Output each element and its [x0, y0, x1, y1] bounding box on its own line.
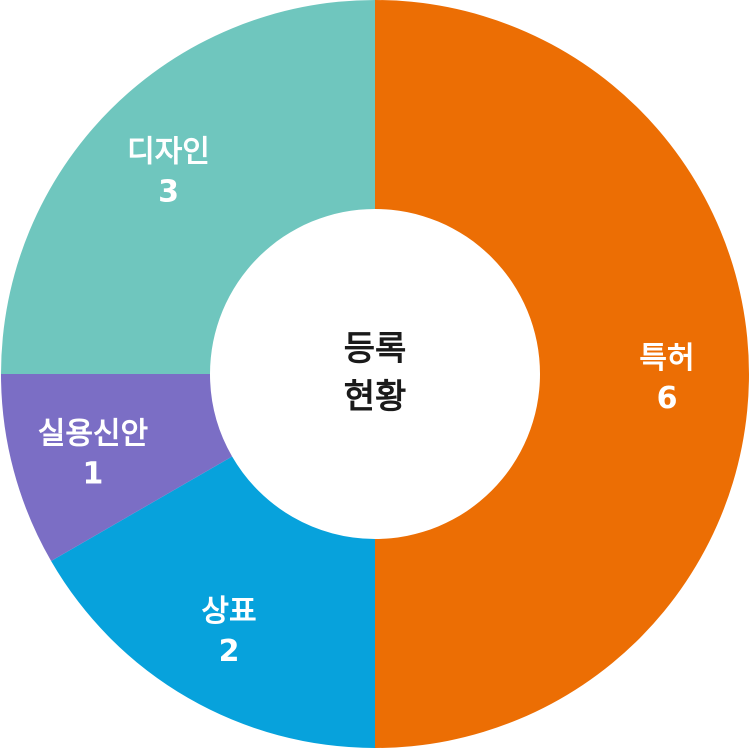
slice-label-name-3: 디자인	[127, 135, 210, 170]
slice-label-name-1: 상표	[201, 594, 256, 629]
center-title-line-2: 현황	[344, 377, 407, 417]
slice-label-value-1: 2	[219, 634, 240, 669]
slice-label-value-0: 6	[657, 381, 678, 416]
slice-1	[51, 456, 375, 748]
slice-labels: 특허 6 상표 2 실용신안 1 디자인 3	[38, 135, 695, 669]
slice-label-name-2: 실용신안	[38, 417, 149, 452]
center-title-line-1: 등록	[344, 329, 407, 369]
slice-3	[1, 0, 375, 374]
slice-2	[1, 374, 233, 561]
slice-label-value-2: 1	[83, 457, 104, 492]
slice-label-value-3: 3	[158, 175, 179, 210]
slice-0	[375, 0, 749, 748]
slice-label-name-0: 특허	[639, 341, 694, 376]
